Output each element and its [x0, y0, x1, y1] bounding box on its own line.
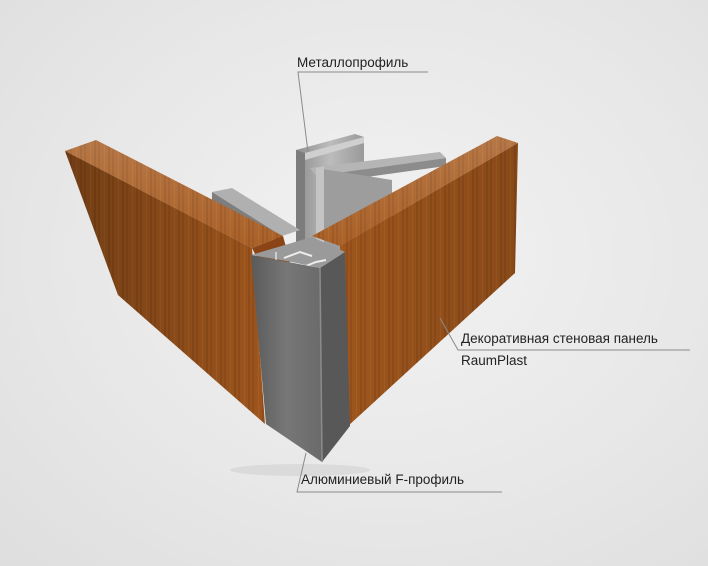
wall-panel-right [312, 136, 518, 426]
aluminium-f-profile [251, 237, 350, 463]
leader-line-aluminium-profile [296, 452, 502, 493]
label-panel-brand: RaumPlast [461, 353, 528, 368]
leader-line-panel [439, 317, 690, 351]
leader-lines [296, 71, 690, 493]
label-decorative-panel: Декоративная стеновая панель [461, 331, 658, 346]
wall-panel-left [65, 140, 290, 424]
label-metal-profile: Металлопрофиль [297, 55, 409, 70]
leader-line-metal-profile [297, 71, 428, 153]
label-aluminium-profile: Алюминиевый F-профиль [301, 472, 464, 487]
ground-shadow [230, 464, 370, 476]
